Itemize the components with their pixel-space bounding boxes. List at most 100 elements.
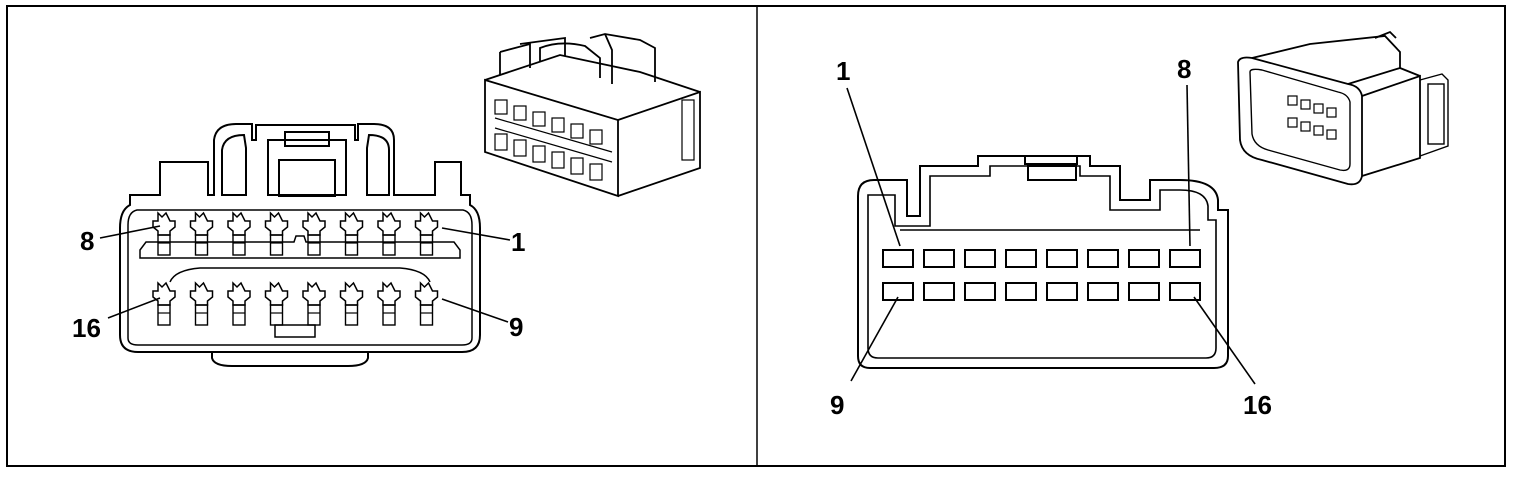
left-upper-terminal (339, 211, 364, 256)
right-upper-cavity (1087, 249, 1119, 268)
left-iso-cavity (494, 133, 508, 151)
left-iso-cavity (589, 129, 603, 145)
right-lower-cavity (923, 282, 955, 301)
left-iso-front-face (484, 78, 619, 198)
right-upper-cavity (882, 249, 914, 268)
right-iso-side-lock (1427, 83, 1445, 145)
left-iso-cavity (513, 105, 527, 121)
left-iso-side-slot (681, 99, 695, 161)
right-iso-side-face (1361, 74, 1421, 177)
right-lower-cavity (1169, 282, 1201, 301)
left-iso-cavities (494, 99, 603, 181)
left-iso-cavity (494, 99, 508, 115)
left-lower-terminal (227, 281, 251, 326)
right-upper-cavity (1005, 249, 1037, 268)
left-iso-cavity (513, 139, 527, 157)
right-iso-cavity (1326, 129, 1337, 140)
right-upper-cavity (923, 249, 955, 268)
right-housing-outer (857, 155, 1229, 369)
left-iso-cavity (570, 123, 584, 139)
leader-line-left-16 (107, 297, 161, 319)
right-upper-cavity (1046, 249, 1078, 268)
left-upper-terminal (264, 211, 289, 256)
left-iso-latch-rib (604, 33, 613, 84)
left-connector-isometric (484, 33, 701, 198)
left-latch (221, 133, 390, 196)
right-pin-label-8: 8 (1177, 54, 1191, 84)
leader-line-left-9 (441, 298, 509, 323)
right-iso-cavity (1287, 95, 1298, 106)
left-iso-latch-top (589, 33, 656, 82)
right-iso-top-edge (1347, 67, 1421, 85)
right-lower-cavity (882, 282, 914, 301)
right-iso-latch (1374, 30, 1397, 39)
right-iso-front-face (1237, 56, 1363, 186)
right-iso-cavity (1300, 121, 1311, 132)
left-bottom-key (274, 324, 316, 338)
right-iso-cavity (1313, 103, 1324, 114)
right-iso-top-face (1251, 35, 1401, 68)
left-upper-terminal (302, 211, 326, 256)
left-lower-terminal (302, 281, 326, 326)
left-lower-terminal (189, 281, 214, 326)
left-upper-terminal (152, 211, 176, 256)
left-upper-terminal-row (152, 211, 439, 256)
right-leader-lines (846, 84, 1256, 385)
leader-line-right-16 (1193, 296, 1256, 385)
left-connector-face (119, 123, 481, 367)
leader-line-right-8 (1186, 84, 1191, 247)
right-iso-cavity (1300, 99, 1311, 110)
left-lower-terminal (377, 281, 401, 326)
right-lower-cavity (1005, 282, 1037, 301)
right-lower-cavity-row (882, 282, 1201, 301)
right-lower-cavity (1046, 282, 1078, 301)
leader-line-left-8 (99, 225, 161, 239)
left-housing-outline (119, 123, 481, 353)
right-lower-cavity (1087, 282, 1119, 301)
left-iso-side-face (617, 90, 701, 197)
left-iso-cavity (589, 163, 603, 181)
right-upper-cavity (1169, 249, 1201, 268)
right-lower-cavity (964, 282, 996, 301)
right-iso-side-lock-frame (1419, 73, 1449, 157)
left-iso-latch-arc (539, 42, 601, 78)
left-lower-terminal-row (152, 281, 439, 326)
left-leader-lines (99, 225, 511, 323)
right-upper-cavity (1128, 249, 1160, 268)
left-bottom-skirt (211, 352, 369, 367)
right-pin-label-1: 1 (836, 56, 850, 86)
left-iso-cavity (532, 111, 546, 127)
left-iso-top-edge (484, 54, 701, 93)
leader-line-right-9 (850, 296, 899, 382)
right-upper-cavity-row (882, 249, 1201, 268)
left-iso-cavity (570, 157, 584, 175)
right-iso-opening (1249, 68, 1351, 172)
left-lower-terminal (414, 281, 439, 326)
left-pin-label-9: 9 (509, 312, 523, 342)
left-iso-cavity (551, 117, 565, 133)
right-connector-isometric (1237, 30, 1449, 186)
left-housing-inner-outline (127, 209, 473, 346)
left-latch-tab (284, 131, 330, 147)
left-latch-window (278, 159, 336, 197)
right-latch-top (1024, 155, 1078, 165)
right-iso-cavities (1287, 95, 1337, 140)
left-iso-cavity (532, 145, 546, 163)
left-row-divider (139, 235, 461, 259)
left-iso-row-separator (494, 117, 613, 163)
right-lower-cavity (1128, 282, 1160, 301)
right-iso-cavity (1326, 107, 1337, 118)
left-iso-latch-back (499, 36, 566, 75)
diagram-frame (6, 5, 1506, 467)
left-lower-terminal (339, 281, 364, 326)
right-housing-inner (867, 165, 1217, 359)
left-upper-terminal (377, 211, 401, 256)
right-pin-label-16: 16 (1243, 390, 1272, 420)
left-iso-cavity (551, 151, 565, 169)
left-upper-terminal (189, 211, 214, 256)
left-pin-label-1: 1 (511, 227, 525, 257)
left-lower-cavity-arc (169, 267, 431, 283)
right-iso-cavity (1313, 125, 1324, 136)
left-lower-terminal (264, 281, 289, 326)
